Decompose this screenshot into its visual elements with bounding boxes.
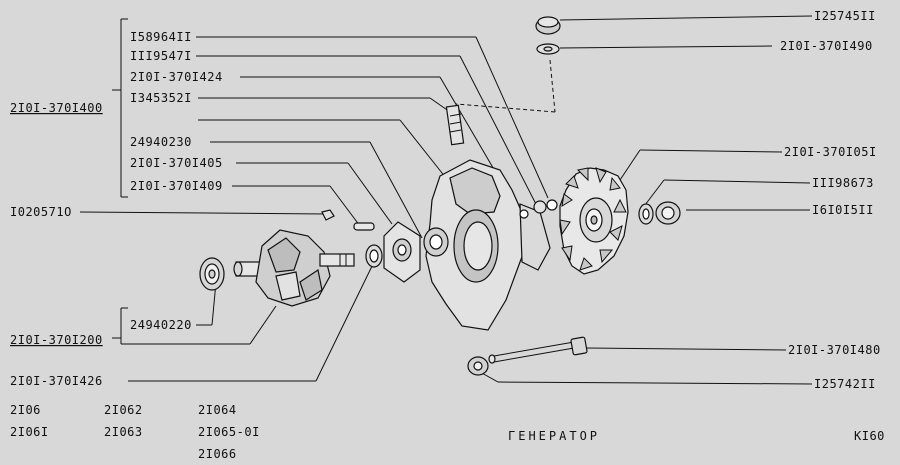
model-21065-01: 2I065-0I [198, 425, 260, 439]
bearing-plate-part [383, 221, 421, 283]
through-bolt-part [488, 336, 588, 364]
callout-labels: I25745II 2I0I-370I490 I58964II III9547I … [10, 9, 881, 391]
callout-2101-3701400: 2I0I-370I400 [10, 101, 103, 115]
callout-161015: I6I0I5II [812, 203, 874, 217]
model-2106: 2I06 [10, 403, 41, 417]
model-list: 2I06 2I06I 2I062 2I063 2I064 2I065-0I 2I… [10, 403, 260, 461]
leader-lines [79, 15, 813, 385]
callout-1257421: I25742II [814, 377, 876, 391]
key-part [321, 209, 335, 221]
model-21061: 2I06I [10, 425, 49, 439]
fan-part [559, 167, 629, 275]
front-bearing-part [199, 257, 225, 291]
callout-1119867: III98673 [812, 176, 874, 190]
pin-part [353, 222, 375, 231]
callout-2101-3701051: 2I0I-370I05I [784, 145, 877, 159]
callout-2101-3701405: 2I0I-370I405 [130, 156, 223, 170]
callout-2101-3701424: 2I0I-370I424 [130, 70, 223, 84]
callout-2101-3701490: 2I0I-370I490 [780, 39, 873, 53]
model-21063: 2I063 [104, 425, 143, 439]
callout-2101-3701409: 2I0I-370I409 [130, 179, 223, 193]
rotor-part [233, 229, 355, 307]
model-21062: 2I062 [104, 403, 143, 417]
stud-part [445, 104, 465, 146]
bolt-nut-part [467, 356, 489, 376]
callout-2101-3701426: 2I0I-370I426 [10, 374, 103, 388]
pulley-nut-part [655, 201, 681, 225]
small-nut-part [533, 199, 558, 214]
model-21064: 2I064 [198, 403, 237, 417]
callout-158964: I58964II [130, 30, 192, 44]
washer-part [536, 43, 560, 55]
callout-1257451: I25745II [814, 9, 876, 23]
callout-2101-3701200: 2I0I-370I200 [10, 333, 103, 347]
nut-part [535, 16, 561, 35]
page-code: KI60 [854, 429, 885, 443]
callout-1345352: I345352I [130, 91, 192, 105]
callout-1020571: I020571O [10, 205, 72, 219]
rear-cover-part [423, 159, 551, 331]
callout-1119547: III9547I [130, 49, 192, 63]
callout-24940220: 24940220 [130, 318, 192, 332]
spacer-ring-part [365, 244, 383, 268]
diagram-title: ГЕНЕРАТОР [508, 429, 600, 443]
callout-2101-3701480: 2I0I-370I480 [788, 343, 881, 357]
callout-24940230: 24940230 [130, 135, 192, 149]
model-21066: 2I066 [198, 447, 237, 461]
spring-washer-part [638, 203, 654, 225]
